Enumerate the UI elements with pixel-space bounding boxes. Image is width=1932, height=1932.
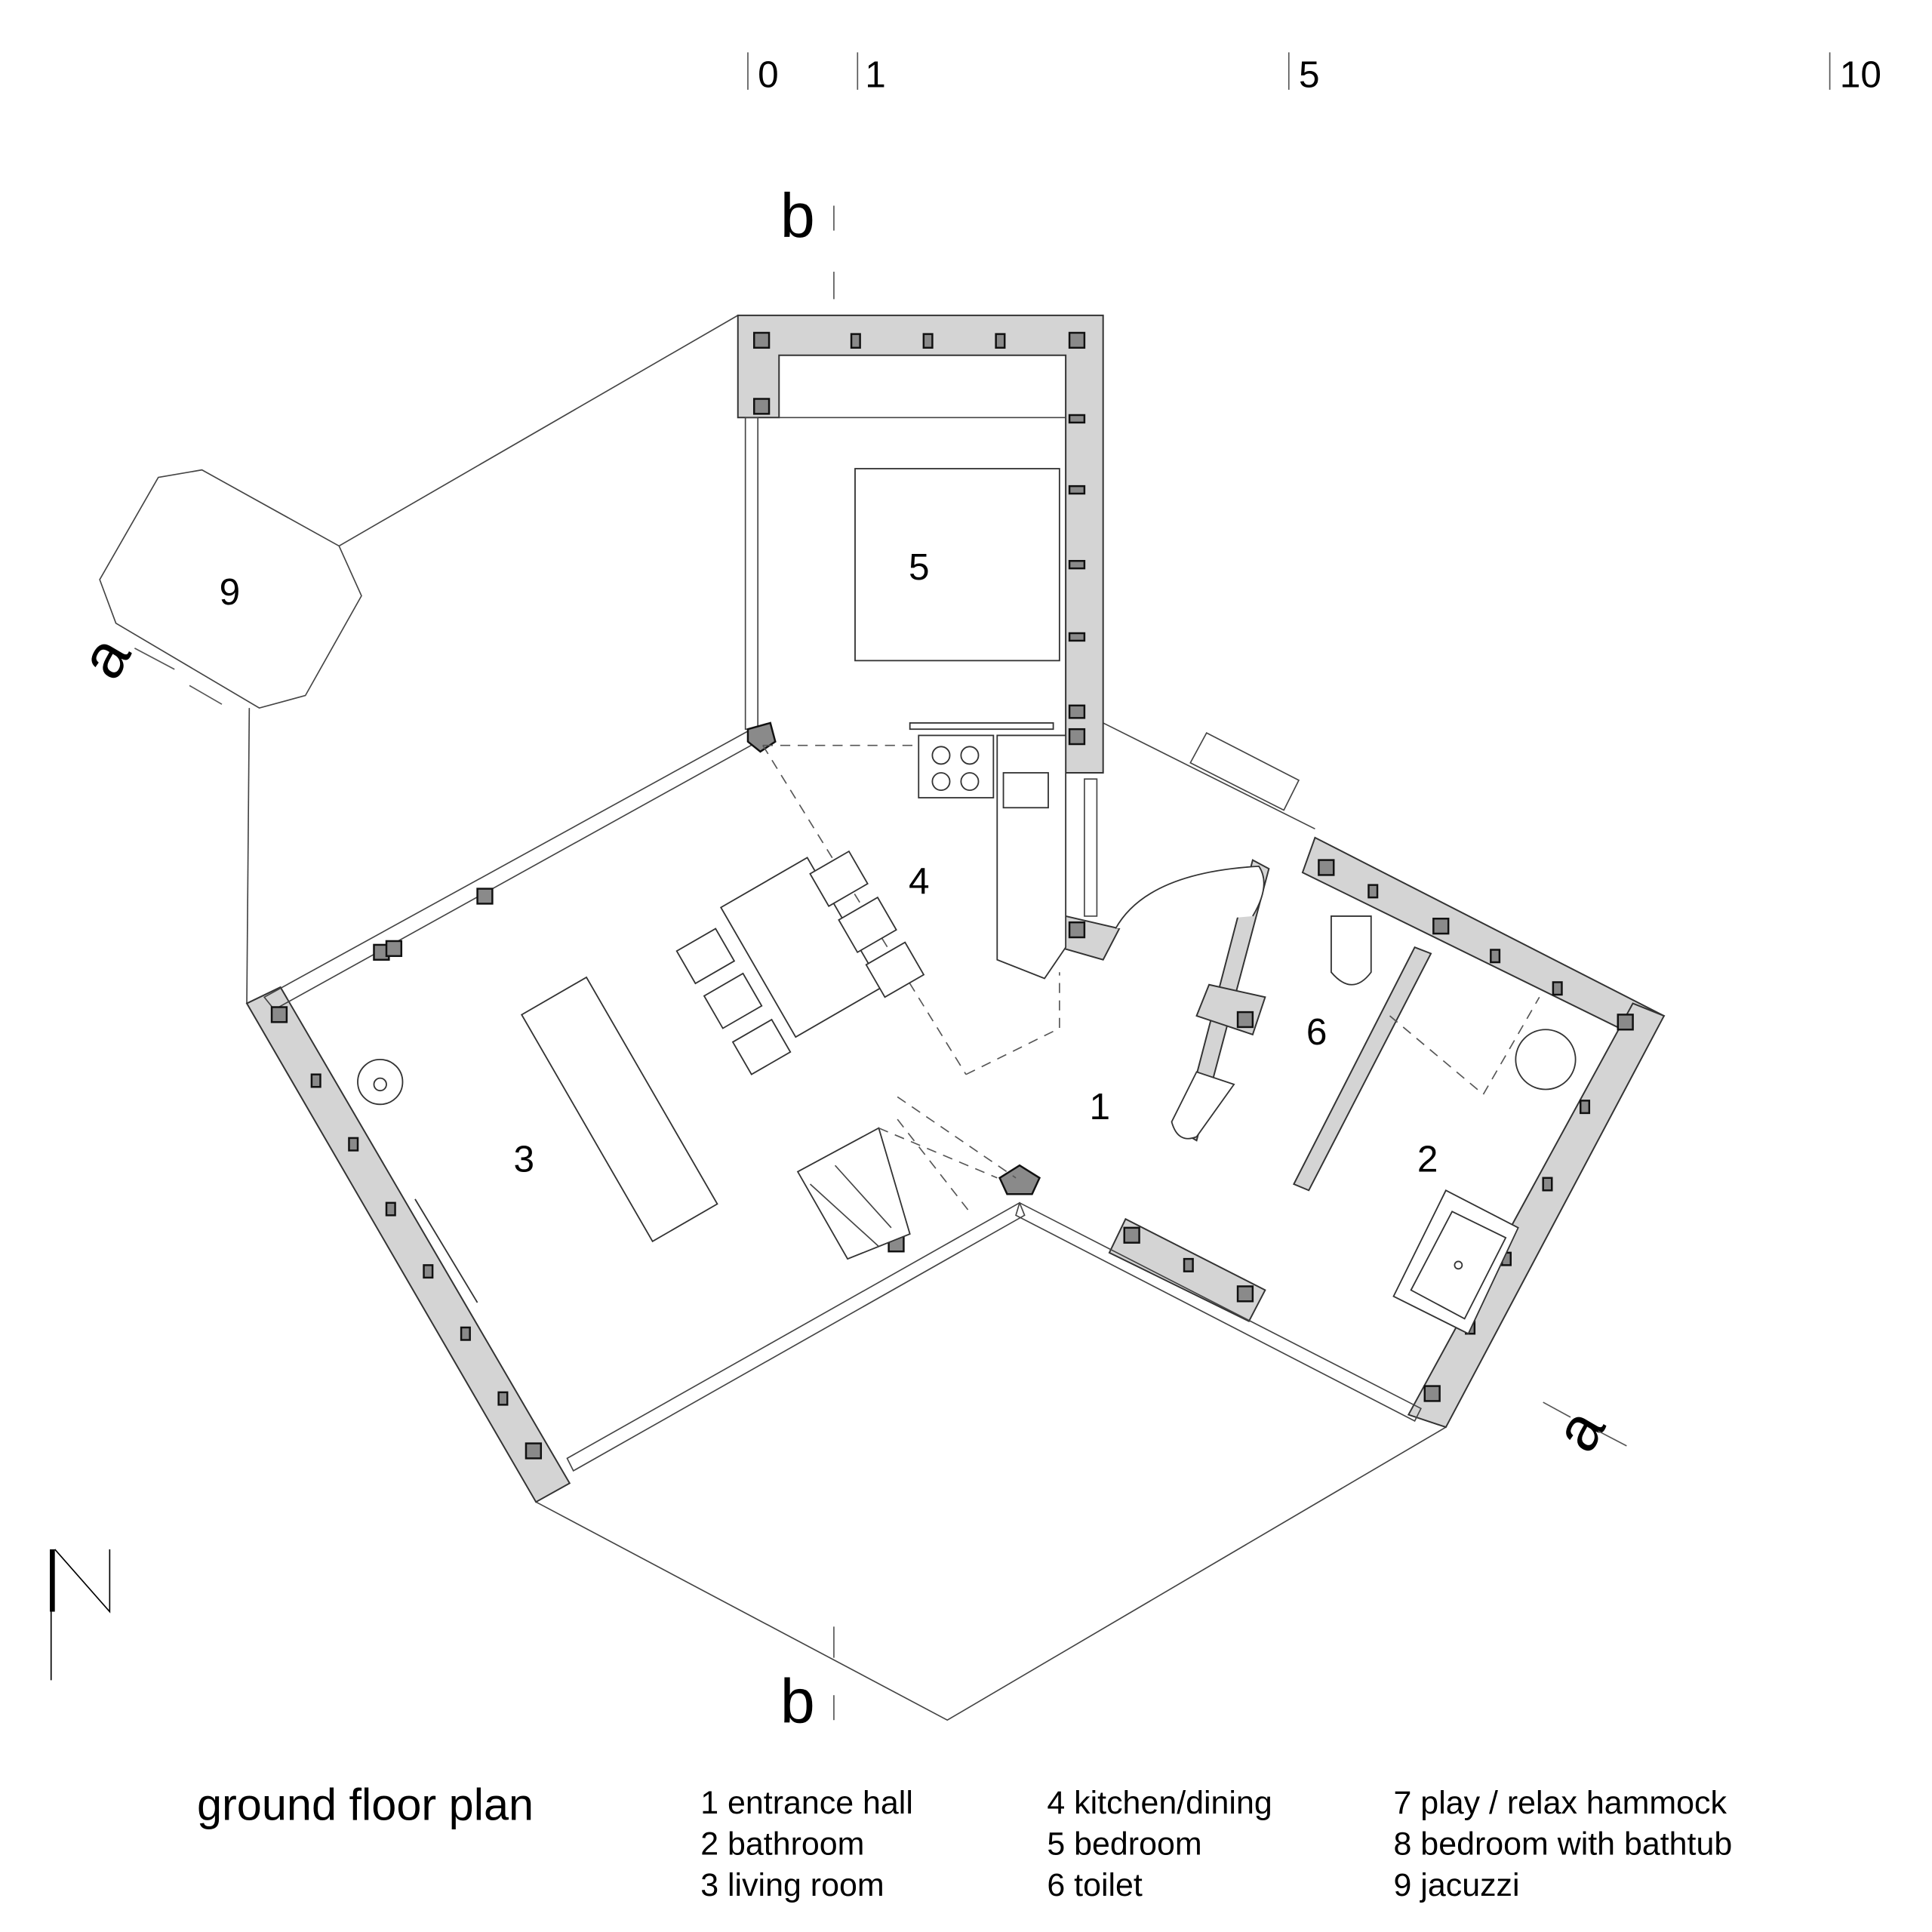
furniture bbox=[357, 468, 1577, 1335]
kitchen-wall-stub bbox=[1058, 915, 1121, 961]
section-b-top: b bbox=[780, 181, 815, 251]
room-label-3: 3 bbox=[513, 1139, 534, 1180]
kitchen-counter bbox=[996, 734, 1067, 980]
legend: 1 entrance hall 2 bathroom 3 living room… bbox=[700, 1785, 1732, 1903]
toilet-bowl bbox=[1331, 915, 1372, 986]
legend-item: 5 bedroom bbox=[1047, 1826, 1201, 1863]
site-outline bbox=[99, 315, 1447, 1721]
legend-item: 2 bathroom bbox=[700, 1826, 864, 1863]
walls bbox=[245, 314, 1666, 1503]
scale-label-0: 0 bbox=[758, 54, 779, 96]
outdoor-bench bbox=[1189, 732, 1300, 811]
sofa bbox=[520, 976, 718, 1243]
column-pentagon bbox=[746, 721, 777, 753]
entry-wall bbox=[1195, 983, 1266, 1036]
room-label-9: 9 bbox=[220, 571, 241, 613]
scale-label-5: 5 bbox=[1299, 54, 1320, 96]
scale-label-1: 1 bbox=[865, 54, 886, 96]
legend-item: 3 living room bbox=[700, 1867, 884, 1903]
north-arrow: N bbox=[0, 0, 111, 1681]
plan-title: ground floor plan bbox=[197, 1779, 534, 1829]
bed bbox=[854, 468, 1060, 662]
entry-door bbox=[1115, 865, 1265, 929]
room-labels: 1 2 3 4 5 6 9 bbox=[220, 546, 1438, 1180]
counter bbox=[909, 722, 1054, 731]
washbasin bbox=[1171, 1071, 1235, 1140]
room-label-2: 2 bbox=[1417, 1139, 1438, 1180]
column-pentagon bbox=[998, 1164, 1041, 1195]
stove bbox=[918, 734, 995, 798]
legend-item: 6 toilet bbox=[1047, 1867, 1143, 1903]
stairs bbox=[796, 1127, 911, 1260]
scale-label-10: 10 bbox=[1840, 54, 1881, 96]
scale-bar: 0 1 5 10 bbox=[747, 52, 1881, 96]
west-wall bbox=[245, 986, 571, 1503]
legend-item: 8 bedroom with bathtub bbox=[1394, 1826, 1733, 1863]
room-label-1: 1 bbox=[1090, 1086, 1111, 1128]
sink bbox=[1002, 772, 1049, 809]
legend-item: 7 play / relax hammock bbox=[1394, 1785, 1727, 1821]
north-label: N bbox=[0, 0, 2, 1]
room-label-6: 6 bbox=[1306, 1011, 1327, 1053]
shower bbox=[1515, 1029, 1577, 1091]
legend-item: 9 jacuzzi bbox=[1394, 1867, 1520, 1903]
legend-item: 4 kitchen/dining bbox=[1047, 1785, 1272, 1821]
room-label-5: 5 bbox=[909, 546, 930, 588]
legend-item: 1 entrance hall bbox=[700, 1785, 913, 1821]
toilet-wall bbox=[1293, 946, 1432, 1192]
jacuzzi bbox=[99, 469, 362, 709]
section-b-bottom: b bbox=[780, 1667, 815, 1737]
section-a-left: a bbox=[66, 625, 144, 690]
room-label-4: 4 bbox=[909, 860, 930, 902]
posts bbox=[270, 331, 1634, 1460]
